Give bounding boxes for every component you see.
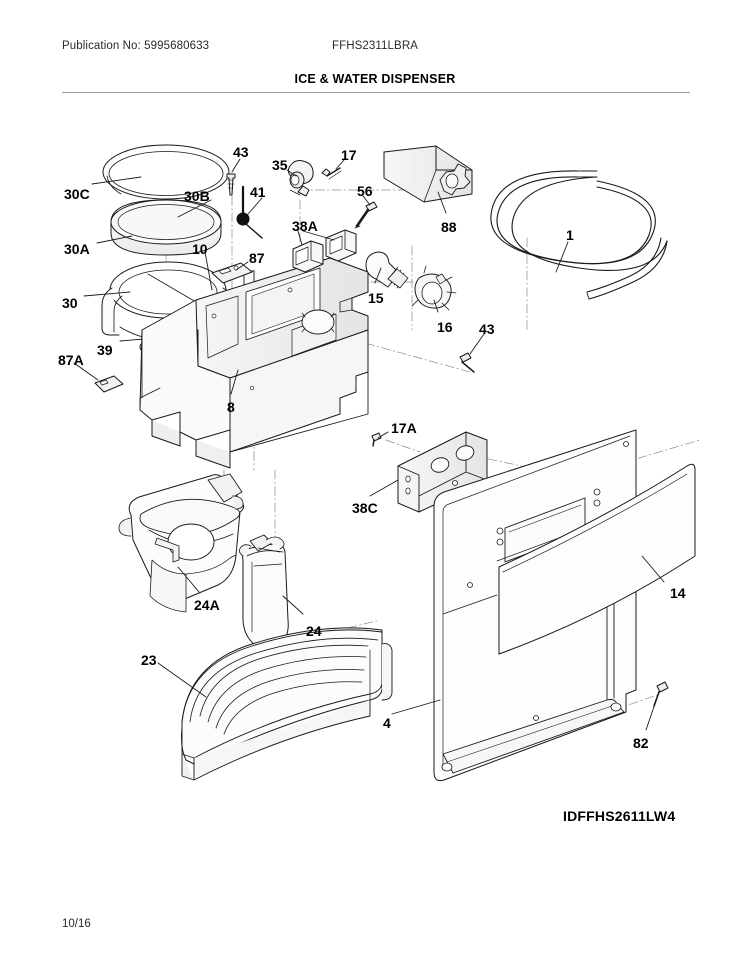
leader-14 — [641, 555, 665, 583]
leader-87 — [235, 261, 249, 271]
part-87-clip — [211, 262, 253, 284]
part-23-drip-tray — [181, 627, 393, 781]
leader-8 — [230, 369, 239, 395]
callout-actuator-switch: 35 — [272, 157, 288, 173]
part-38A-brackets — [292, 229, 357, 273]
diagram-code: IDFFHS2611LW4 — [563, 808, 676, 824]
publication-number: Publication No: 5995680633 — [62, 40, 210, 52]
part-1-water-tubing — [490, 170, 668, 300]
callout-screw-lower: 43 — [479, 321, 495, 337]
callout-dispenser-control-bracket: 38C — [352, 500, 378, 516]
leader-30C — [91, 176, 142, 185]
callout-ice-container-duct: 88 — [441, 219, 457, 235]
leader-1 — [555, 241, 569, 273]
leader-15 — [374, 267, 382, 284]
callout-retainer-clip: 87 — [249, 250, 265, 266]
leader-38A-1 — [297, 230, 303, 246]
header-divider — [62, 92, 690, 93]
callout-chute-linkage: 10 — [192, 241, 208, 257]
callout-chute-door-spring-rod: 39 — [97, 342, 113, 358]
leader-41 — [247, 197, 263, 215]
leader-43-lower — [469, 333, 485, 355]
leader-38A-2 — [302, 230, 335, 241]
part-16-socket — [411, 265, 457, 311]
part-82-screw — [653, 681, 669, 707]
leader-88 — [437, 191, 447, 214]
part-87A-clip — [94, 375, 124, 393]
leader-35 — [286, 169, 297, 177]
leader-30A — [96, 235, 133, 244]
callout-ice-chute-housing: 30 — [62, 295, 78, 311]
callout-dispenser-front-panel: 14 — [670, 585, 686, 601]
part-8-dispenser-housing — [139, 257, 369, 469]
part-14-front-panel — [498, 463, 696, 655]
part-43-screw-upper — [226, 173, 236, 196]
callout-ice-chute-door: 30A — [64, 241, 90, 257]
leader-24 — [282, 595, 304, 615]
callout-switch-bracket: 38A — [292, 218, 318, 234]
part-35-actuator — [287, 160, 314, 197]
callout-water-tubing-coil: 1 — [566, 227, 574, 243]
leader-4 — [391, 699, 441, 715]
callout-ice-chute-door-seal: 30B — [184, 188, 210, 204]
callout-water-chute: 24 — [306, 623, 322, 639]
model-number: FFHS2311LBRA — [332, 40, 418, 52]
leader-87A — [73, 362, 99, 381]
part-30A-lid — [110, 199, 222, 256]
callout-lamp-socket: 16 — [437, 319, 453, 335]
part-17-screw — [321, 167, 342, 180]
callout-screw-82: 82 — [633, 735, 649, 751]
part-88-ice-duct — [383, 145, 473, 203]
callout-screw-17a: 17A — [391, 420, 417, 436]
part-43-screw-lower — [459, 352, 475, 373]
callout-grommet: 41 — [250, 184, 266, 200]
leader-82 — [645, 697, 658, 731]
callout-retainer-clip-a: 87A — [58, 352, 84, 368]
leader-16 — [433, 299, 439, 313]
callout-door-outer-panel: 4 — [383, 715, 391, 731]
leader-17 — [335, 159, 345, 170]
callout-ice-chute-cover-gasket: 30C — [64, 186, 90, 202]
callout-dispenser-housing: 8 — [227, 399, 235, 415]
page-title: ICE & WATER DISPENSER — [294, 72, 456, 86]
part-24A-funnel-housing — [118, 473, 245, 613]
part-15-bulb — [365, 251, 409, 289]
leader-43-upper — [231, 158, 241, 173]
callout-drip-tray: 23 — [141, 652, 157, 668]
part-56-pin — [354, 201, 378, 229]
leader-17A — [377, 431, 389, 439]
part-24-water-chute — [239, 534, 289, 649]
leader-24A — [177, 566, 200, 593]
leader-38C — [369, 479, 399, 497]
leader-30 — [83, 291, 131, 297]
leader-10 — [204, 251, 213, 291]
part-30C-gasket — [102, 144, 230, 200]
callout-funnel-housing: 24A — [194, 597, 220, 613]
callout-screw-17: 17 — [341, 147, 357, 163]
leader-23 — [157, 662, 207, 698]
callout-screw-upper: 43 — [233, 144, 249, 160]
page-number: 10/16 — [62, 918, 91, 930]
part-41-grommet — [236, 185, 263, 239]
callout-light-bulb: 15 — [368, 290, 384, 306]
part-17A-screw — [371, 432, 382, 447]
leader-56 — [362, 195, 371, 206]
leader-30B — [177, 199, 212, 218]
callout-pin-rod: 56 — [357, 183, 373, 199]
